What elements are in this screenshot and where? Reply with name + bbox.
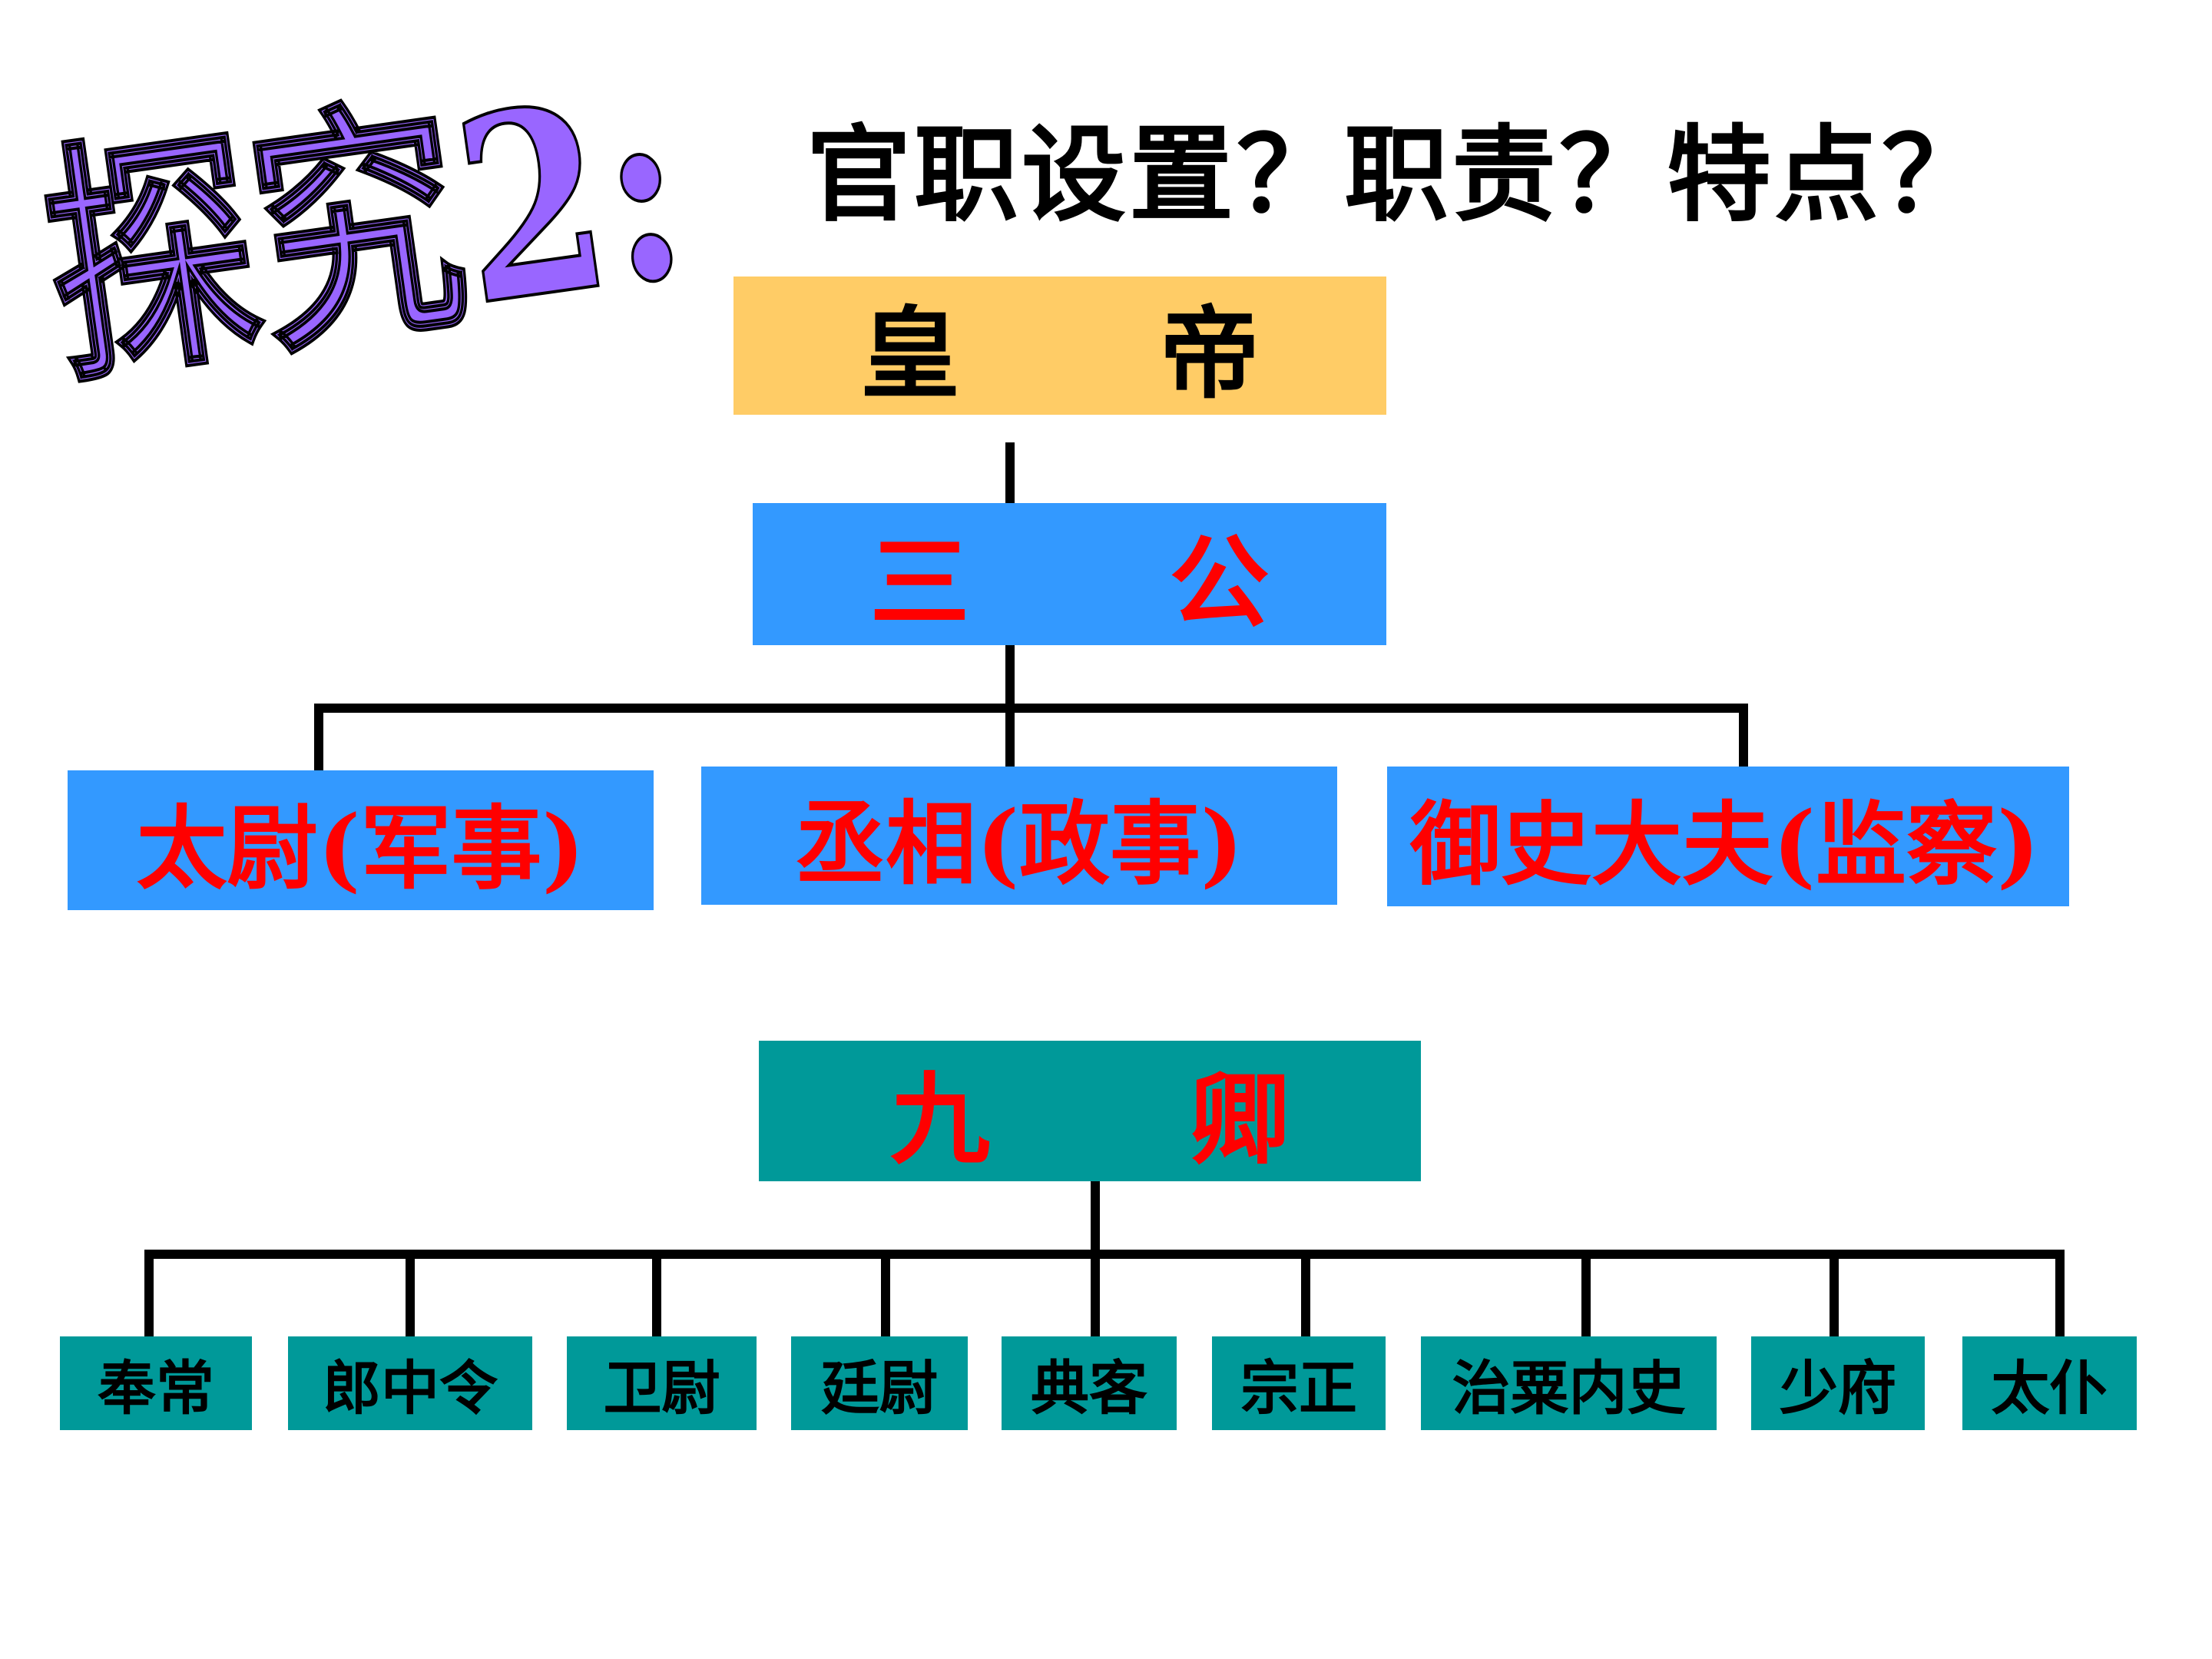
jiuqing-label-right: 卿 [1190,1061,1290,1178]
minister-box: 奉常 [60,1336,252,1430]
official-box-yushidafu: 御史大夫(监察) [1387,767,2069,906]
sangong-label-left: 三 [869,524,970,641]
question-heading: 官职设置？职责？特点？ [806,114,1989,237]
official-label: 御史大夫(监察) [1410,790,2040,898]
minister-label: 奉常 [98,1354,214,1422]
minister-box: 治粟内史 [1421,1336,1717,1430]
sangong-box: 三 公 [753,503,1386,645]
sangong-label-right: 公 [1169,524,1270,641]
official-label: 丞相(政事) [795,790,1243,897]
minister-label: 典客 [1031,1354,1147,1422]
emperor-label-left: 皇 [859,296,960,412]
title-graphic: 探究2: [27,35,703,422]
minister-box: 郎中令 [288,1336,532,1430]
minister-label: 卫尉 [603,1354,720,1422]
minister-box: 太仆 [1962,1336,2137,1430]
official-box-chengxiang: 丞相(政事) [701,767,1337,905]
minister-label: 宗正 [1240,1354,1357,1422]
minister-box: 卫尉 [567,1336,757,1430]
minister-box: 廷尉 [791,1336,968,1430]
minister-label: 郎中令 [323,1354,498,1422]
minister-label: 廷尉 [821,1354,938,1422]
jiuqing-label-left: 九 [889,1061,990,1178]
minister-label: 少府 [1780,1354,1896,1422]
emperor-label-right: 帝 [1160,296,1260,412]
minister-label: 治粟内史 [1452,1354,1686,1422]
jiuqing-box: 九 卿 [759,1041,1421,1181]
emperor-box: 皇 帝 [733,276,1386,415]
official-label: 太尉(军事) [136,794,585,902]
minister-box: 宗正 [1212,1336,1386,1430]
official-box-taiwei: 太尉(军事) [68,770,654,910]
minister-label: 太仆 [1991,1354,2108,1422]
minister-box: 典客 [1002,1336,1177,1430]
minister-box: 少府 [1751,1336,1925,1430]
